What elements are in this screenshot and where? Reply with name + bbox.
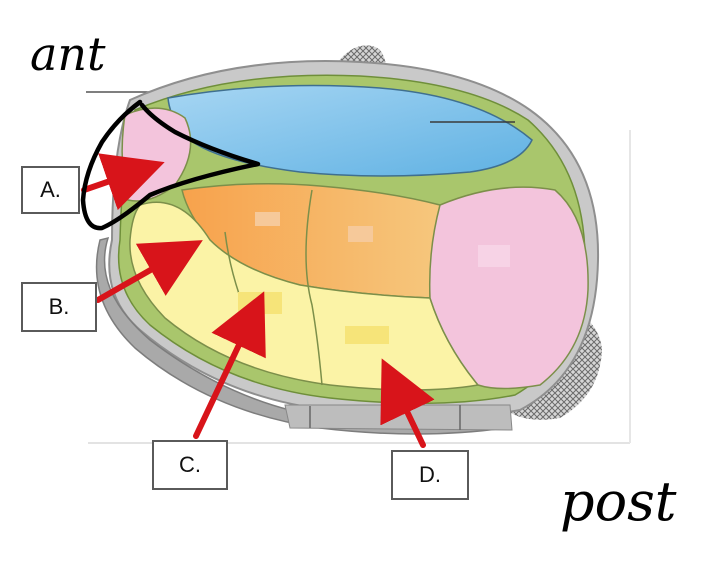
orange-highlight-1 <box>255 212 280 226</box>
label-box-a: A. <box>21 166 80 214</box>
yellow-highlight-2 <box>345 326 389 344</box>
lower-plate <box>285 405 512 430</box>
annotation-posterior: post <box>560 470 677 533</box>
pink-highlight <box>478 245 510 267</box>
label-box-c: C. <box>152 440 228 490</box>
annotation-anterior: ant <box>30 27 106 81</box>
orange-highlight-2 <box>348 226 373 242</box>
label-c-text: C. <box>179 452 201 478</box>
label-box-b: B. <box>21 282 97 332</box>
label-d-text: D. <box>419 462 441 488</box>
label-a-text: A. <box>40 177 61 203</box>
label-b-text: B. <box>49 294 70 320</box>
label-box-d: D. <box>391 450 469 500</box>
yellow-highlight-1 <box>238 292 282 314</box>
